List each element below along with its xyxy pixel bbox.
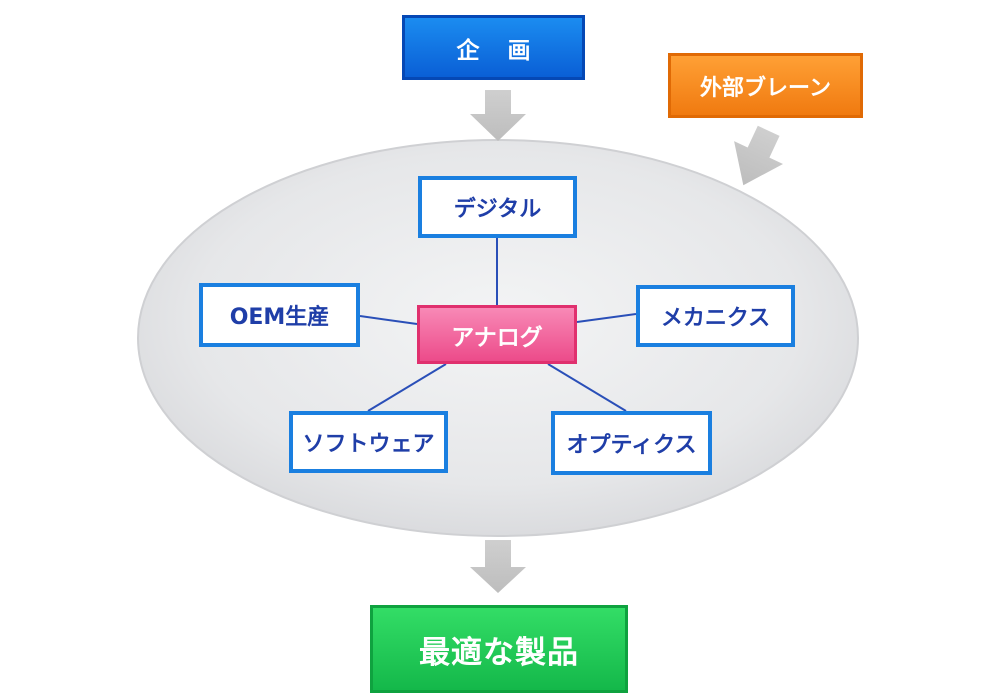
node-oem-production: OEM生産 (199, 283, 360, 347)
external-brain-box: 外部ブレーン (668, 53, 863, 118)
node-software: ソフトウェア (289, 411, 448, 473)
connectors (359, 238, 637, 412)
planning-box: 企 画 (402, 15, 585, 80)
center-analog-box: アナログ (417, 305, 577, 364)
arrow-down-icon (470, 540, 526, 593)
node-optics: オプティクス (551, 411, 712, 475)
optimal-product-box: 最適な製品 (370, 605, 628, 693)
node-digital: デジタル (418, 176, 577, 238)
arrow-down-icon (470, 90, 526, 141)
arrow-diagonal-icon (734, 125, 784, 186)
node-mechanics: メカニクス (636, 285, 795, 347)
